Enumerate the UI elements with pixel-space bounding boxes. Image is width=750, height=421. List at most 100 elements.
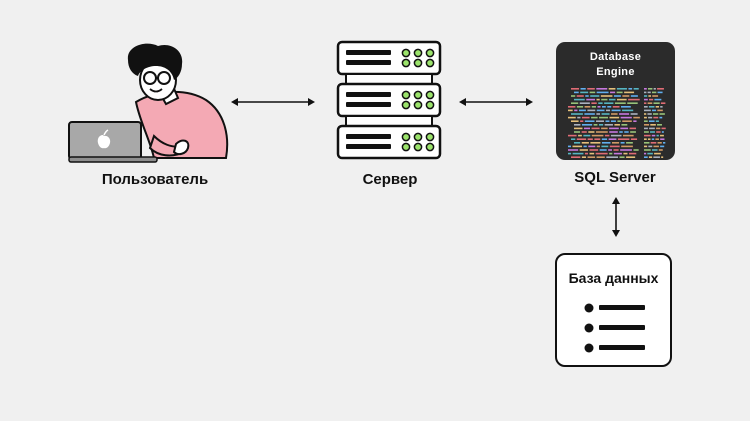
code-token bbox=[644, 145, 648, 148]
code-token bbox=[630, 131, 636, 133]
code-token bbox=[571, 95, 576, 97]
server-unit bbox=[336, 124, 442, 160]
code-token bbox=[568, 116, 576, 119]
code-token bbox=[619, 113, 630, 115]
code-token bbox=[630, 95, 638, 97]
code-token bbox=[596, 91, 609, 94]
sql-server-label: SQL Server bbox=[574, 169, 656, 186]
code-token bbox=[651, 91, 657, 94]
code-token bbox=[654, 152, 661, 155]
code-token bbox=[605, 120, 610, 122]
code-token bbox=[609, 116, 620, 119]
person-with-laptop-icon bbox=[68, 43, 229, 163]
code-token bbox=[620, 106, 631, 108]
code-token bbox=[647, 152, 653, 155]
code-token bbox=[648, 95, 652, 97]
database-box: База данных bbox=[555, 253, 672, 367]
code-token bbox=[644, 131, 649, 133]
code-token bbox=[651, 134, 656, 137]
code-token bbox=[581, 142, 589, 144]
user-label: Пользователь bbox=[101, 171, 209, 188]
code-token bbox=[653, 145, 659, 148]
code-token bbox=[652, 113, 659, 115]
server-unit bbox=[336, 82, 442, 127]
code-token bbox=[617, 120, 621, 122]
code-token bbox=[644, 124, 650, 126]
code-token bbox=[653, 102, 660, 104]
code-token bbox=[571, 102, 579, 104]
code-token bbox=[656, 127, 661, 130]
code-token bbox=[633, 116, 640, 119]
code-token bbox=[649, 127, 655, 130]
code-token bbox=[580, 91, 589, 94]
bidirectional-arrow-server-sql bbox=[459, 98, 533, 106]
code-token bbox=[601, 113, 610, 115]
code-token bbox=[657, 142, 662, 144]
server-rack-icon bbox=[336, 40, 442, 160]
code-token bbox=[633, 88, 639, 90]
code-token bbox=[596, 109, 605, 112]
code-token bbox=[589, 91, 596, 94]
code-token bbox=[655, 138, 659, 140]
code-token bbox=[612, 106, 620, 108]
code-token bbox=[622, 109, 634, 112]
code-token bbox=[624, 131, 629, 133]
code-token bbox=[579, 102, 590, 104]
code-token bbox=[660, 102, 666, 104]
engine-title-line2: Engine bbox=[596, 66, 635, 78]
code-token bbox=[651, 149, 658, 151]
code-token bbox=[647, 88, 653, 90]
code-token bbox=[648, 106, 655, 108]
code-token bbox=[653, 116, 659, 119]
code-token bbox=[571, 138, 576, 140]
database-label: База данных bbox=[568, 270, 659, 286]
code-token bbox=[579, 149, 588, 151]
code-token bbox=[653, 156, 660, 158]
code-token bbox=[574, 98, 585, 101]
code-token bbox=[622, 95, 630, 97]
code-token bbox=[571, 120, 579, 122]
code-token bbox=[629, 127, 637, 130]
code-token bbox=[659, 113, 665, 115]
code-token bbox=[574, 109, 578, 112]
code-token bbox=[591, 127, 600, 130]
code-token bbox=[644, 134, 651, 137]
code-token bbox=[584, 113, 595, 115]
code-token bbox=[597, 106, 601, 108]
code-token bbox=[584, 106, 591, 108]
code-token bbox=[620, 127, 629, 130]
code-token bbox=[576, 138, 587, 140]
code-token bbox=[583, 145, 587, 148]
code-token bbox=[588, 145, 596, 148]
code-token bbox=[622, 134, 634, 137]
code-token bbox=[571, 88, 580, 90]
code-token bbox=[654, 98, 662, 101]
code-token bbox=[655, 106, 660, 108]
code-token bbox=[630, 113, 638, 115]
code-token bbox=[568, 106, 576, 108]
code-token bbox=[644, 156, 648, 158]
code-token bbox=[609, 145, 620, 148]
code-token bbox=[611, 113, 618, 115]
code-token bbox=[581, 124, 593, 126]
code-token bbox=[586, 98, 596, 101]
code-token bbox=[650, 131, 655, 133]
code-editor-icon bbox=[568, 88, 666, 158]
code-token bbox=[613, 149, 619, 151]
code-token bbox=[623, 152, 628, 155]
code-token bbox=[609, 152, 613, 155]
code-token bbox=[604, 134, 610, 137]
code-token bbox=[601, 127, 608, 130]
code-token bbox=[576, 95, 584, 97]
code-token bbox=[660, 106, 663, 108]
code-token bbox=[611, 109, 621, 112]
code-token bbox=[598, 102, 603, 104]
code-token bbox=[650, 142, 657, 144]
code-token bbox=[604, 102, 614, 104]
code-token bbox=[644, 127, 648, 130]
code-token bbox=[661, 127, 666, 130]
code-token bbox=[589, 149, 599, 151]
code-token bbox=[620, 149, 632, 151]
server-label: Сервер bbox=[362, 171, 418, 188]
code-token bbox=[606, 109, 611, 112]
